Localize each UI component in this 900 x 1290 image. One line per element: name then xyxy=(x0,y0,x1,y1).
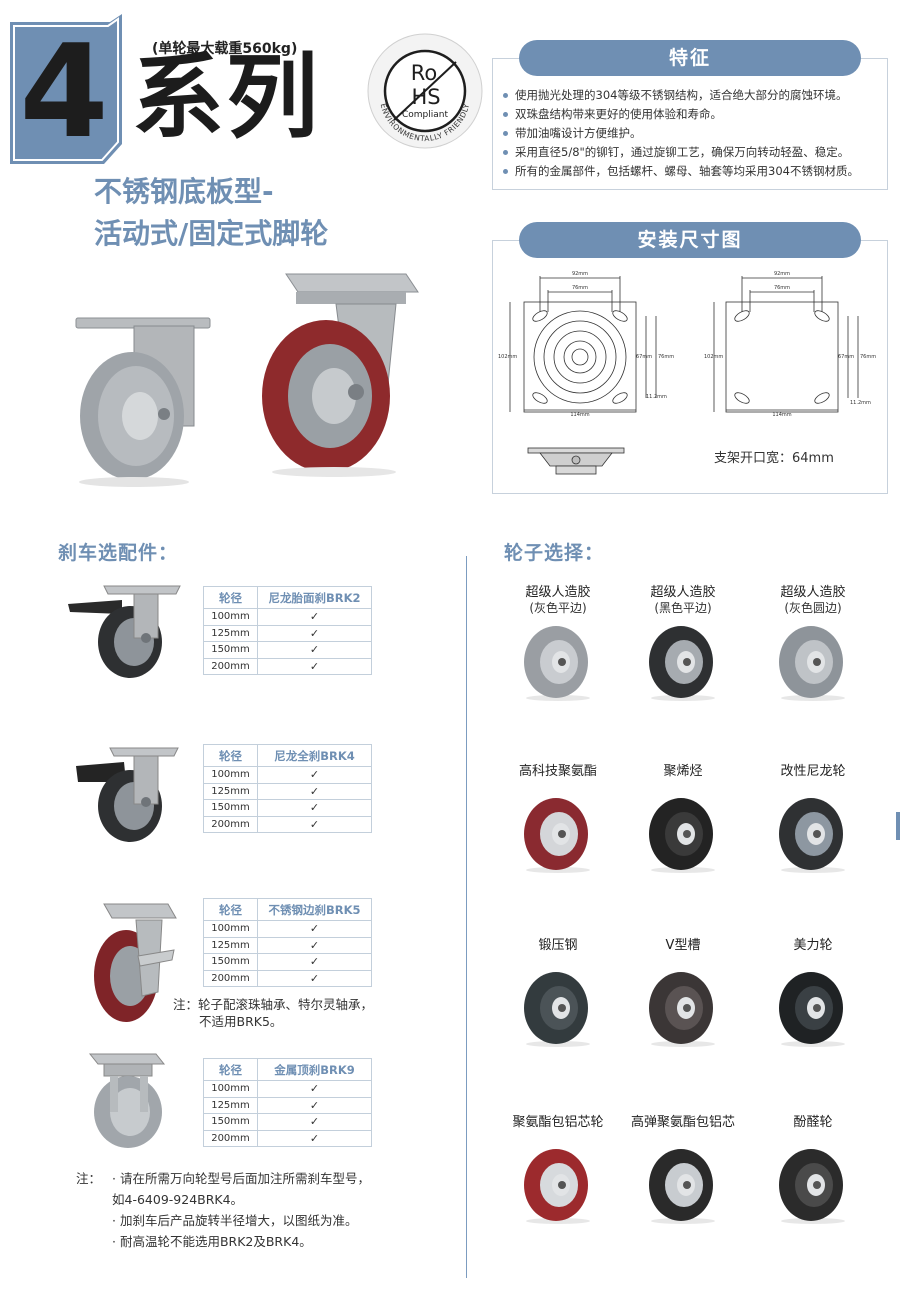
install-title: 安装尺寸图 xyxy=(519,222,861,258)
wheels-section-title: 轮子选择： xyxy=(504,542,605,564)
svg-text:102mm: 102mm xyxy=(498,354,517,360)
wheel-option: 锻压钢 xyxy=(493,938,623,1048)
wheel-option-name: 超级人造胶 xyxy=(780,585,846,600)
wheel-option: V型槽 xyxy=(618,938,748,1048)
svg-text:76mm: 76mm xyxy=(658,354,674,360)
wheel-option-image xyxy=(524,972,590,1047)
wheel-option-name: V型槽 xyxy=(665,938,701,953)
wheel-option: 超级人造胶(灰色圆边) xyxy=(748,585,878,702)
svg-text:114mm: 114mm xyxy=(570,412,589,416)
wheel-option-image xyxy=(779,626,845,701)
product-subtitle-line1: 不锈钢底板型- xyxy=(94,175,274,208)
wheel-option-name: 超级人造胶 xyxy=(650,585,716,600)
feature-item: 带加油嘴设计方便维护。 xyxy=(503,124,893,143)
brake-table-brk2: 轮径尼龙胎面刹BRK2 100mm✓ 125mm✓ 150mm✓ 200mm✓ xyxy=(203,586,372,675)
max-load-label: (单轮最大载重560kg) xyxy=(152,41,298,57)
wheel-option: 聚烯烃 xyxy=(618,764,748,874)
brake-name: 金属顶刹BRK9 xyxy=(257,1058,372,1081)
wheel-option: 超级人造胶(黑色平边) xyxy=(618,585,748,702)
wheel-option-name: 高科技聚氨酯 xyxy=(518,764,597,779)
wheel-option-image xyxy=(649,626,715,701)
wheel-option: 高科技聚氨酯 xyxy=(493,764,623,874)
brake-table-brk5: 轮径不锈钢边刹BRK5 100mm✓ 125mm✓ 150mm✓ 200mm✓ xyxy=(203,898,372,987)
wheel-option-name: 酚醛轮 xyxy=(793,1115,833,1130)
series-title: 系列 xyxy=(132,44,321,151)
svg-text:Ro: Ro xyxy=(411,61,438,85)
wheel-option: 超级人造胶(灰色平边) xyxy=(493,585,623,702)
svg-text:67mm: 67mm xyxy=(838,354,854,360)
wheel-option-image xyxy=(649,798,715,873)
wheel-option-image xyxy=(779,1149,845,1224)
svg-text:67mm: 67mm xyxy=(636,354,652,360)
brake-name: 尼龙胎面刹BRK2 xyxy=(257,586,372,609)
wheel-option-name: 聚氨酯包铝芯轮 xyxy=(512,1115,604,1130)
col-wheel-size: 轮径 xyxy=(203,1058,258,1081)
features-list: 使用抛光处理的304等级不锈钢结构，适合绝大部分的腐蚀环境。 双珠盘结构带来更好… xyxy=(503,86,893,181)
svg-text:76mm: 76mm xyxy=(774,285,790,291)
brake-brk2-image xyxy=(68,585,181,678)
series-number: 4 xyxy=(19,18,108,164)
col-wheel-size: 轮径 xyxy=(203,586,258,609)
fixed-plate-drawing: 92mm 76mm 102mm 67mm 76mm 11.2mm 114mm xyxy=(704,271,876,416)
wheel-option-image xyxy=(649,972,715,1047)
wheel-option: 酚醛轮 xyxy=(748,1115,878,1225)
brake-brk9-image xyxy=(88,1053,166,1148)
plate-side-profile-drawing xyxy=(527,447,625,475)
brake-name: 尼龙全刹BRK4 xyxy=(257,744,372,767)
wheel-option-image xyxy=(779,798,845,873)
svg-text:HS: HS xyxy=(411,85,440,109)
bracket-opening-width: 支架开口宽：64mm xyxy=(714,451,834,466)
fixed-caster-image xyxy=(75,317,211,487)
side-tab-marker xyxy=(896,812,900,840)
swivel-caster-image xyxy=(262,273,419,477)
svg-text:11.2mm: 11.2mm xyxy=(646,394,667,400)
svg-text:92mm: 92mm xyxy=(572,271,588,277)
wheel-option: 美力轮 xyxy=(748,938,878,1048)
wheel-option: 高弹聚氨酯包铝芯 xyxy=(618,1115,748,1225)
wheel-option-image xyxy=(524,798,590,873)
wheel-option-variant: (灰色平边) xyxy=(529,601,587,615)
wheel-option: 改性尼龙轮 xyxy=(748,764,878,874)
feature-item: 采用直径5/8"的铆钉，通过旋铆工艺，确保万向转动轻盈、稳定。 xyxy=(503,143,893,162)
swivel-plate-drawing: 92mm 76mm 102mm 67mm 76mm 11.2mm 114mm xyxy=(498,271,674,416)
wheel-option-image xyxy=(779,972,845,1047)
svg-text:76mm: 76mm xyxy=(572,285,588,291)
wheel-option-variant: (灰色圆边) xyxy=(784,601,842,615)
features-title: 特征 xyxy=(519,40,861,76)
feature-item: 所有的金属部件，包括螺杆、螺母、轴套等均采用304不锈钢材质。 xyxy=(503,162,893,181)
wheel-option-image xyxy=(649,1149,715,1224)
brake-brk4-image xyxy=(76,747,179,842)
wheel-option-image xyxy=(524,1149,590,1224)
col-wheel-size: 轮径 xyxy=(203,744,258,767)
wheel-option: 聚氨酯包铝芯轮 xyxy=(493,1115,623,1225)
svg-text:Compliant: Compliant xyxy=(402,110,448,120)
svg-text:92mm: 92mm xyxy=(774,271,790,277)
wheel-option-name: 改性尼龙轮 xyxy=(780,764,846,779)
feature-item: 使用抛光处理的304等级不锈钢结构，适合绝大部分的腐蚀环境。 xyxy=(503,86,893,105)
series-number-badge: 4 xyxy=(10,14,122,164)
brk5-note: 注：轮子配滚珠轴承、特尔灵轴承， 不适用BRK5。 xyxy=(173,997,374,1029)
wheel-option-variant: (黑色平边) xyxy=(654,601,712,615)
svg-text:76mm: 76mm xyxy=(860,354,876,360)
wheel-option-name: 美力轮 xyxy=(793,938,833,953)
feature-item: 双珠盘结构带来更好的使用体验和寿命。 xyxy=(503,105,893,124)
wheel-option-name: 高弹聚氨酯包铝芯 xyxy=(630,1115,735,1130)
wheel-option-image xyxy=(524,626,590,701)
brake-table-brk9: 轮径金属顶刹BRK9 100mm✓ 125mm✓ 150mm✓ 200mm✓ xyxy=(203,1058,372,1147)
wheel-option-name: 聚烯烃 xyxy=(663,764,703,779)
wheel-option-name: 超级人造胶 xyxy=(525,585,591,600)
svg-text:114mm: 114mm xyxy=(772,412,791,416)
svg-text:102mm: 102mm xyxy=(704,354,723,360)
brakes-section-title: 刹车选配件： xyxy=(58,542,179,564)
rohs-logo: Ro HS Compliant ENVIRONMENTALLY FRIENDLY xyxy=(367,33,483,149)
brake-brk5-image xyxy=(94,903,177,1022)
col-wheel-size: 轮径 xyxy=(203,898,258,921)
svg-text:11.2mm: 11.2mm xyxy=(850,400,871,406)
wheel-option-name: 锻压钢 xyxy=(538,938,578,953)
brake-name: 不锈钢边刹BRK5 xyxy=(257,898,372,921)
section-divider xyxy=(466,556,467,1278)
brake-table-brk4: 轮径尼龙全刹BRK4 100mm✓ 125mm✓ 150mm✓ 200mm✓ xyxy=(203,744,372,833)
product-subtitle-line2: 活动式/固定式脚轮 xyxy=(94,217,329,250)
brake-notes: 注：· 请在所需万向轮型号后面加注所需刹车型号， 如4-6409-924BRK4… xyxy=(76,1171,370,1249)
